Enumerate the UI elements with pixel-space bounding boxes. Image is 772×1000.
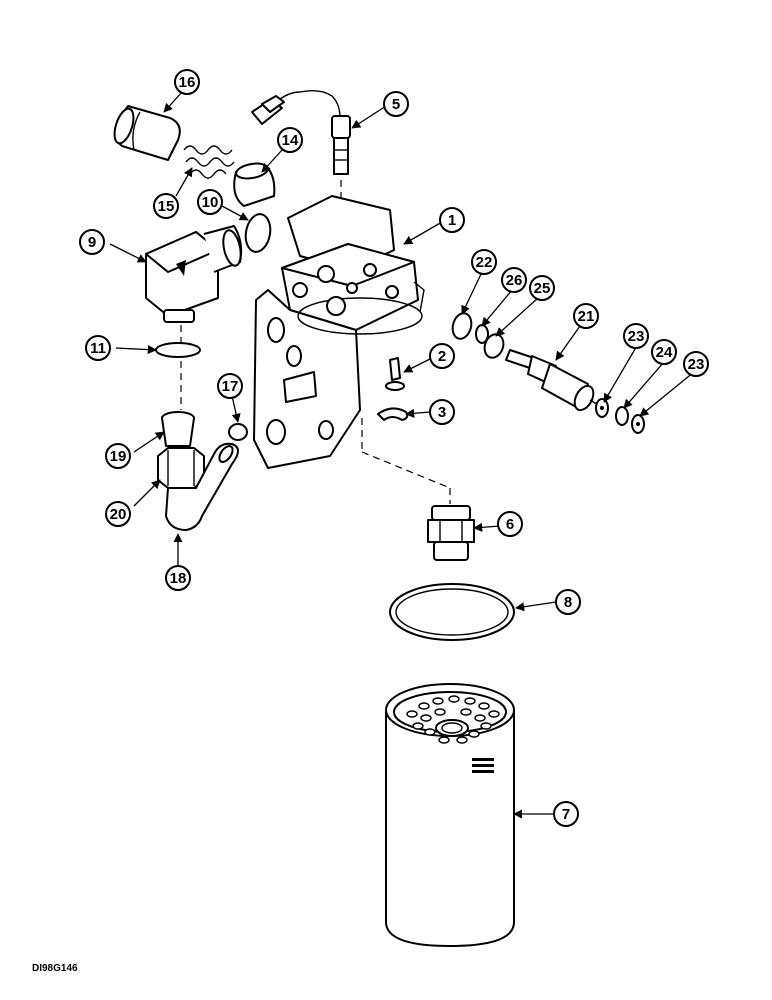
part-23-nut-b: [631, 414, 645, 434]
callout-number-14: 14: [282, 132, 299, 149]
callout-circle-9: [79, 229, 105, 255]
callout-circle-15: [153, 193, 179, 219]
callout-number-6: 6: [506, 516, 514, 533]
callout-number-23: 23: [628, 328, 645, 345]
part-5-sensor: [251, 89, 351, 175]
part-22-washer: [451, 312, 473, 340]
callout-circle-2: [429, 343, 455, 369]
callout-circle-6: [497, 511, 523, 537]
callout-circle-20: [105, 501, 131, 527]
part-14-plunger: [233, 162, 276, 207]
part-8-gasket: [389, 583, 515, 641]
callout-number-15: 15: [158, 198, 175, 215]
callout-number-22: 22: [476, 254, 493, 271]
part-21-switch: [505, 349, 601, 412]
callout-circle-21: [573, 303, 599, 329]
callout-number-2: 2: [438, 348, 446, 365]
part-17-o-ring: [228, 423, 248, 441]
drawing-id: DI98G146: [32, 963, 78, 974]
part-11-o-ring: [155, 342, 201, 358]
callout-circle-17: [217, 373, 243, 399]
callout-number-10: 10: [202, 194, 219, 211]
callout-circle-25: [529, 275, 555, 301]
part-23-nut-a: [595, 398, 609, 418]
part-24-washer: [615, 406, 629, 426]
callout-circle-24: [651, 339, 677, 365]
callout-circle-8: [555, 589, 581, 615]
callout-number-1: 1: [448, 212, 456, 229]
callout-number-9: 9: [88, 234, 96, 251]
part-16-sleeve: [113, 105, 181, 161]
callout-circle-26: [501, 267, 527, 293]
callout-number-21: 21: [578, 308, 595, 325]
part-1-filter-head: [253, 195, 425, 469]
callout-number-26: 26: [506, 272, 523, 289]
callout-number-11: 11: [90, 340, 106, 357]
callout-circle-23: [683, 351, 709, 377]
callout-number-19: 19: [110, 448, 127, 465]
callout-circle-23: [623, 323, 649, 349]
part-15-spring: [183, 145, 235, 179]
callout-number-5: 5: [392, 96, 400, 113]
callout-number-25: 25: [534, 280, 551, 297]
callout-number-20: 20: [110, 506, 127, 523]
part-19-tube-nut: [161, 411, 195, 447]
callout-circle-11: [85, 335, 111, 361]
canister-mark: [472, 758, 494, 773]
callout-number-3: 3: [438, 404, 446, 421]
callout-circle-18: [165, 565, 191, 591]
callout-number-23: 23: [688, 356, 705, 373]
part-7-filter-canister: [385, 683, 515, 947]
callout-circle-7: [553, 801, 579, 827]
part-20-nut: [157, 447, 205, 489]
part-18-tee-fitting: [165, 442, 239, 531]
callout-circle-16: [174, 69, 200, 95]
callout-number-16: 16: [179, 74, 196, 91]
leader-lines: [109, 91, 695, 819]
callout-number-17: 17: [222, 378, 239, 395]
part-2-pin: [385, 357, 405, 391]
callout-number-8: 8: [564, 594, 572, 611]
part-3-clip: [377, 407, 409, 421]
callout-number-24: 24: [656, 344, 673, 361]
part-10-o-ring: [244, 213, 272, 253]
callout-circle-3: [429, 399, 455, 425]
part-6-adapter: [427, 505, 475, 561]
callout-circle-19: [105, 443, 131, 469]
callout-circle-1: [439, 207, 465, 233]
callout-circle-14: [277, 127, 303, 153]
callout-number-7: 7: [562, 806, 570, 823]
callout-circle-22: [471, 249, 497, 275]
callout-number-18: 18: [170, 570, 187, 587]
callout-circle-10: [197, 189, 223, 215]
part-9-elbow-fitting: [145, 225, 243, 323]
callout-circle-5: [383, 91, 409, 117]
